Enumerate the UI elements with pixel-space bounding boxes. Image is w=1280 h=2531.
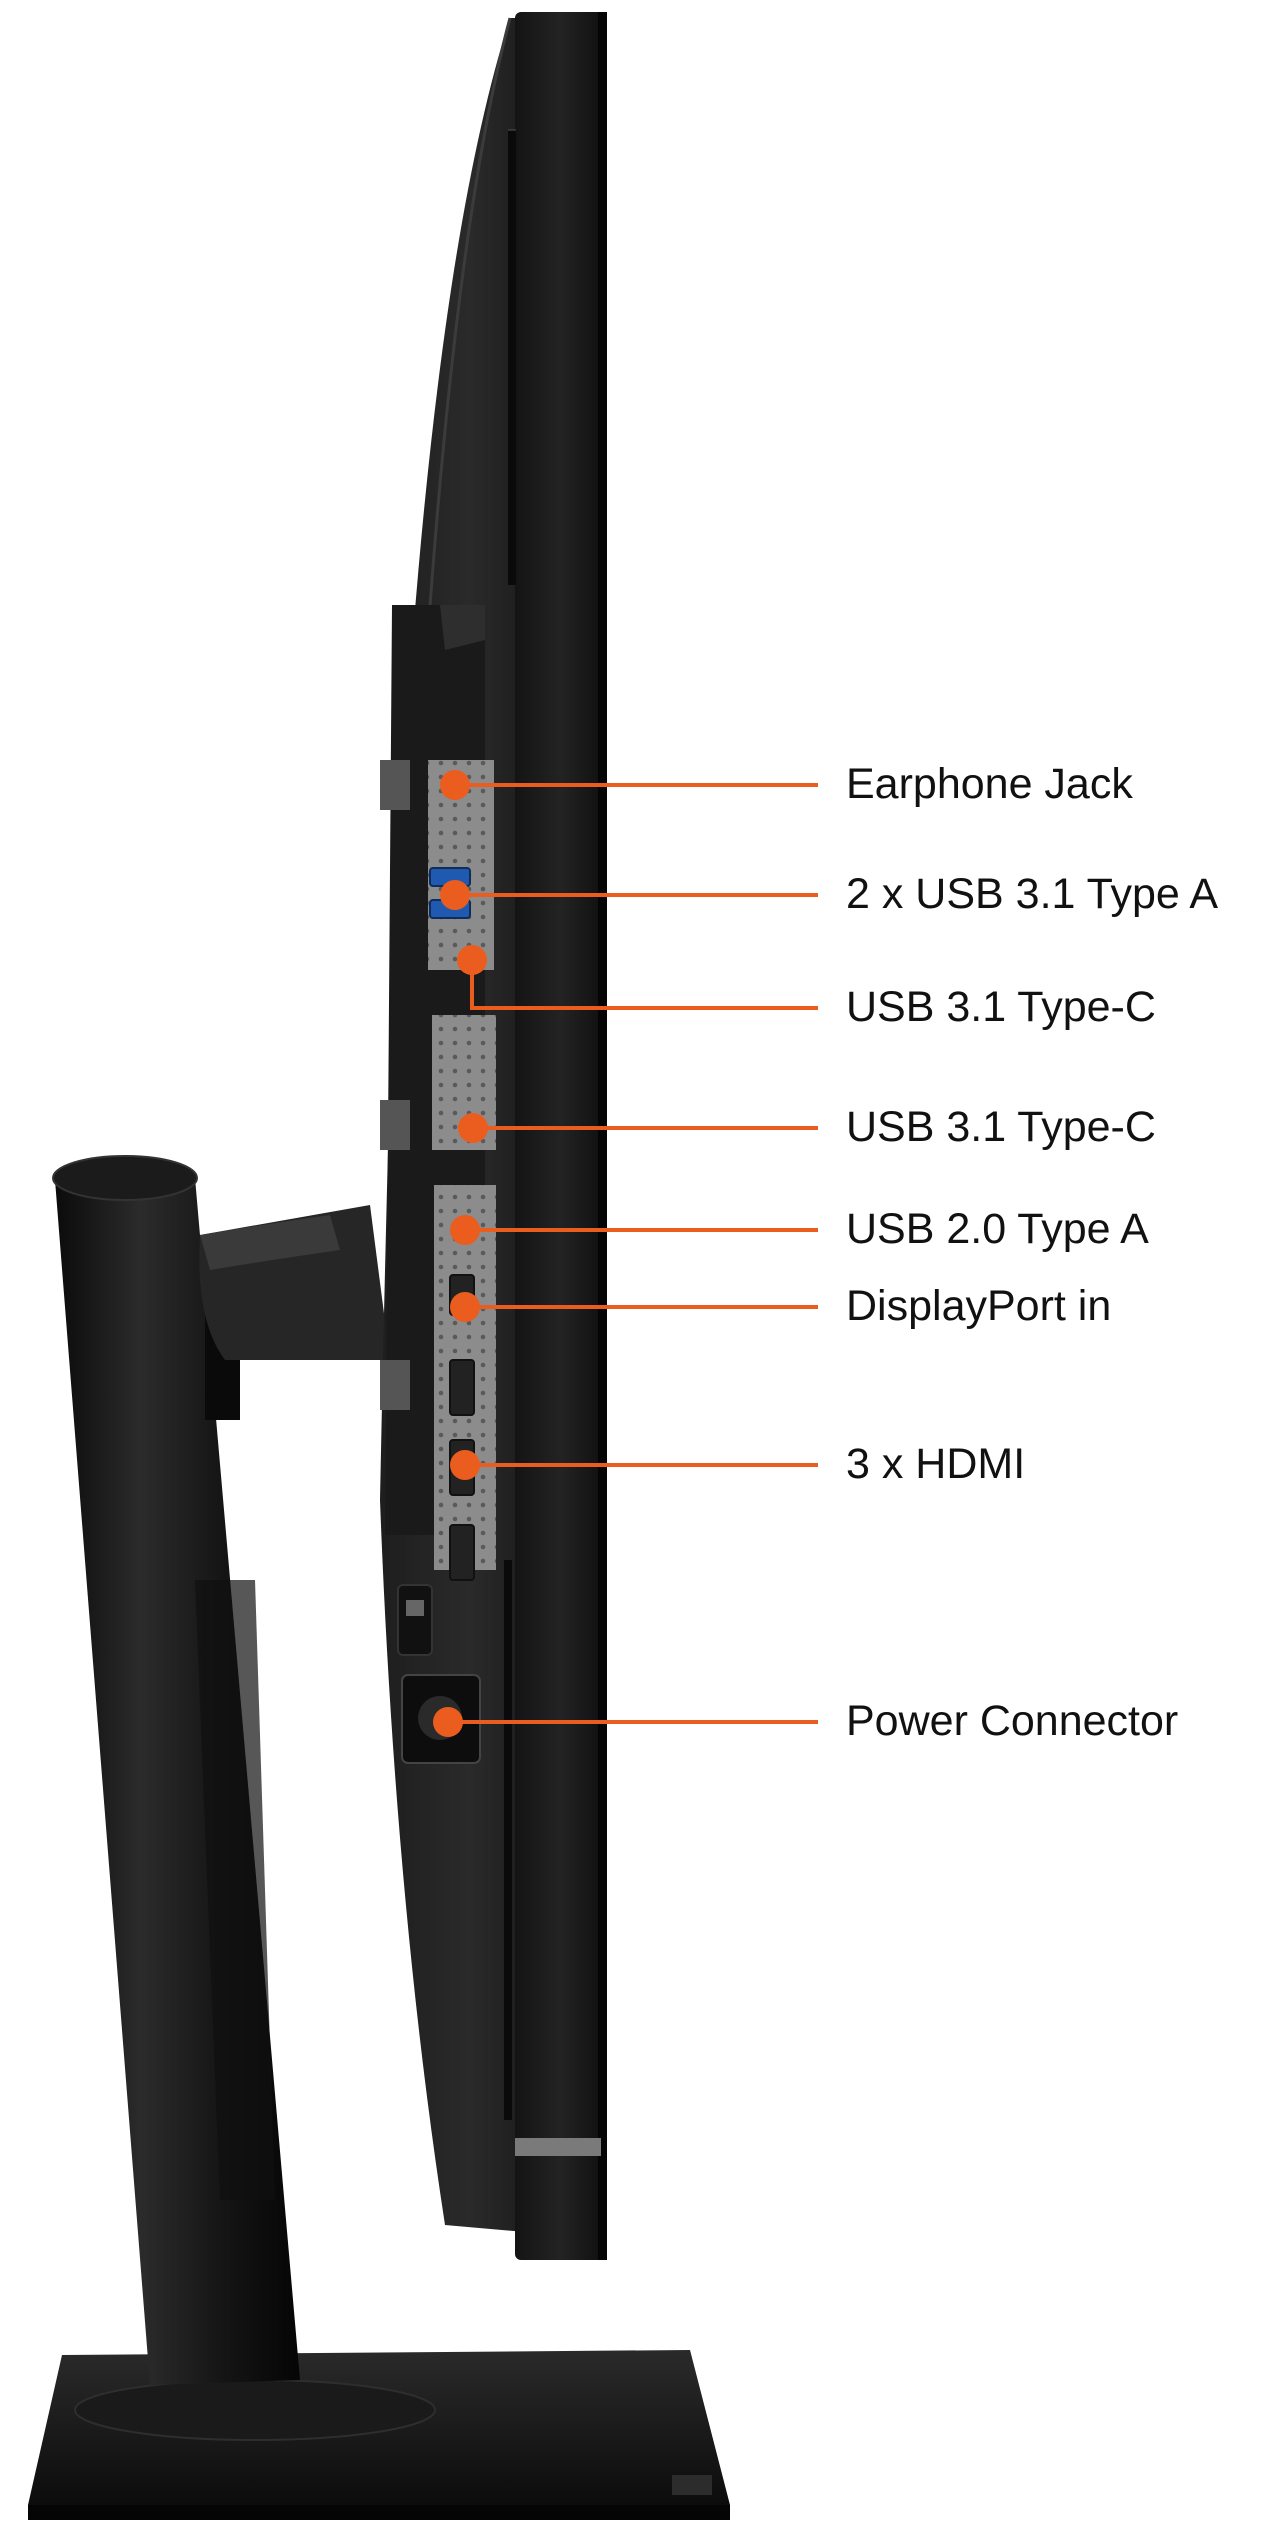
callout-dot (458, 1113, 488, 1143)
base-logo (672, 2475, 712, 2495)
callout-dot (440, 770, 470, 800)
callout-label: Earphone Jack (846, 760, 1133, 808)
vent-slots-bottom (504, 1560, 512, 2120)
callout-line (470, 970, 818, 1010)
callout-dot (457, 945, 487, 975)
monitor-front-bezel (515, 12, 607, 2260)
callout-dot (440, 880, 470, 910)
callout-label: 2 x USB 3.1 Type A (846, 870, 1219, 918)
callout-label: DisplayPort in (846, 1282, 1112, 1330)
callout-dot (450, 1215, 480, 1245)
callout-label: 3 x HDMI (846, 1440, 1026, 1488)
callout-dot (450, 1292, 480, 1322)
power-switch (397, 1584, 433, 1656)
hdmi-ports (449, 1359, 475, 1581)
callout-label: USB 3.1 Type-C (846, 1103, 1156, 1151)
callout-markers (433, 770, 818, 1737)
callout-label: USB 2.0 Type A (846, 1205, 1149, 1253)
callout-dot (450, 1450, 480, 1480)
stand-hinge (199, 1205, 390, 1360)
callout-label: USB 3.1 Type-C (846, 983, 1156, 1031)
vent-slots-top (508, 129, 516, 585)
callout-dot (433, 1707, 463, 1737)
stand-base (28, 2350, 730, 2520)
callout-label: Power Connector (846, 1697, 1179, 1745)
